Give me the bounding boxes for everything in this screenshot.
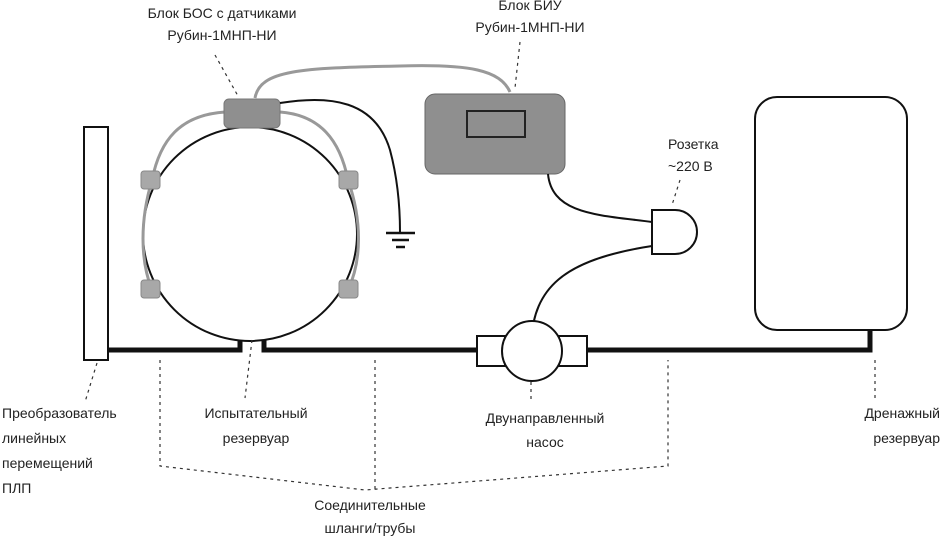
label-hoses-2: шланги/трубы xyxy=(324,520,415,536)
bos-block xyxy=(223,98,281,129)
label-biu-1: Блок БИУ xyxy=(498,0,561,13)
bos-biu-cable xyxy=(253,64,512,99)
label-plp-2: линейных xyxy=(2,430,66,446)
socket-icon xyxy=(651,209,698,255)
pump-port-right xyxy=(558,335,588,367)
bidirectional-pump xyxy=(501,320,563,382)
ground-icon xyxy=(386,231,415,249)
leader-plp xyxy=(84,362,98,403)
label-test-tank-1: Испытательный xyxy=(204,405,307,421)
label-drain-2: резервуар xyxy=(873,430,940,446)
ground-wire xyxy=(279,98,401,233)
biu-display xyxy=(466,110,526,138)
label-hoses-1: Соединительные xyxy=(314,497,426,513)
sensor-4 xyxy=(338,279,359,299)
sensor-3 xyxy=(140,279,161,299)
label-plp-1: Преобразователь xyxy=(2,405,117,421)
label-bos-2: Рубин-1МНП-НИ xyxy=(167,27,276,43)
linear-displacement-transducer xyxy=(83,126,109,361)
hose-left xyxy=(108,337,243,353)
hose-middle xyxy=(261,337,478,353)
test-tank xyxy=(142,126,358,342)
leader-bos xyxy=(214,54,239,97)
leader-test-tank xyxy=(244,339,253,399)
drain-tank xyxy=(754,96,908,331)
sensor-1 xyxy=(140,170,161,190)
label-pump-2: насос xyxy=(526,434,563,450)
leader-socket xyxy=(671,179,681,206)
leader-hoses xyxy=(159,360,669,491)
label-drain-1: Дренажный xyxy=(864,405,940,421)
hose-right xyxy=(586,330,873,353)
label-socket-1: Розетка xyxy=(668,136,719,152)
label-socket-2: ~220 В xyxy=(668,158,713,174)
label-biu-2: Рубин-1МНП-НИ xyxy=(475,19,584,35)
label-plp-3: перемещений xyxy=(2,455,93,471)
sensor-2 xyxy=(338,170,359,190)
label-test-tank-2: резервуар xyxy=(223,430,290,446)
leader-biu xyxy=(514,41,521,89)
pump-port-left xyxy=(476,335,506,367)
label-bos-1: Блок БОС с датчиками xyxy=(148,5,297,21)
biu-power-wire xyxy=(547,173,653,223)
label-pump-1: Двунаправленный xyxy=(486,410,605,426)
label-plp-4: ПЛП xyxy=(2,480,31,496)
biu-block xyxy=(424,93,566,175)
